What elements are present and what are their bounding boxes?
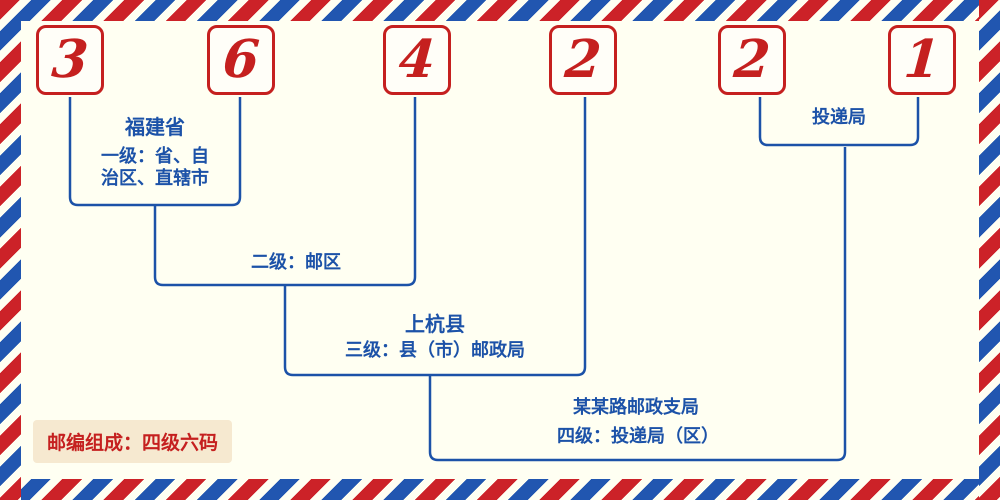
- digit-3: 4: [396, 29, 438, 90]
- digit-box-4: 2: [549, 25, 617, 95]
- airmail-border-right: [979, 0, 1000, 500]
- digit-1: 3: [49, 29, 91, 90]
- digit-box-1: 3: [36, 25, 104, 95]
- digit-box-5: 2: [718, 25, 786, 95]
- digit-6: 1: [901, 29, 943, 90]
- airmail-border-top: [0, 0, 1000, 21]
- label-level1-line2: 治区、直辖市: [101, 168, 209, 189]
- label-level4-branch: 某某路邮政支局: [573, 397, 699, 418]
- label-level3: 三级：县（市）邮政局: [345, 340, 525, 361]
- digit-4: 2: [562, 29, 604, 90]
- digit-box-2: 6: [207, 25, 275, 95]
- digit-box-3: 4: [383, 25, 451, 95]
- bracket-delivery-office: [758, 97, 920, 147]
- airmail-border-left: [0, 0, 21, 500]
- digit-box-6: 1: [888, 25, 956, 95]
- bracket-level4: [428, 147, 847, 462]
- digit-5: 2: [731, 29, 773, 90]
- label-level1-region: 福建省: [125, 115, 185, 139]
- composition-note-badge: 邮编组成：四级六码: [33, 420, 233, 463]
- label-level2: 二级：邮区: [251, 252, 341, 273]
- label-level1-line1: 一级：省、自: [101, 146, 209, 167]
- label-delivery-office: 投递局: [812, 107, 866, 128]
- digit-2: 6: [220, 29, 262, 90]
- label-level3-region: 上杭县: [405, 312, 465, 336]
- label-level4: 四级：投递局（区）: [557, 426, 719, 447]
- airmail-border-bottom: [0, 479, 1000, 500]
- bracket-level3: [283, 97, 587, 377]
